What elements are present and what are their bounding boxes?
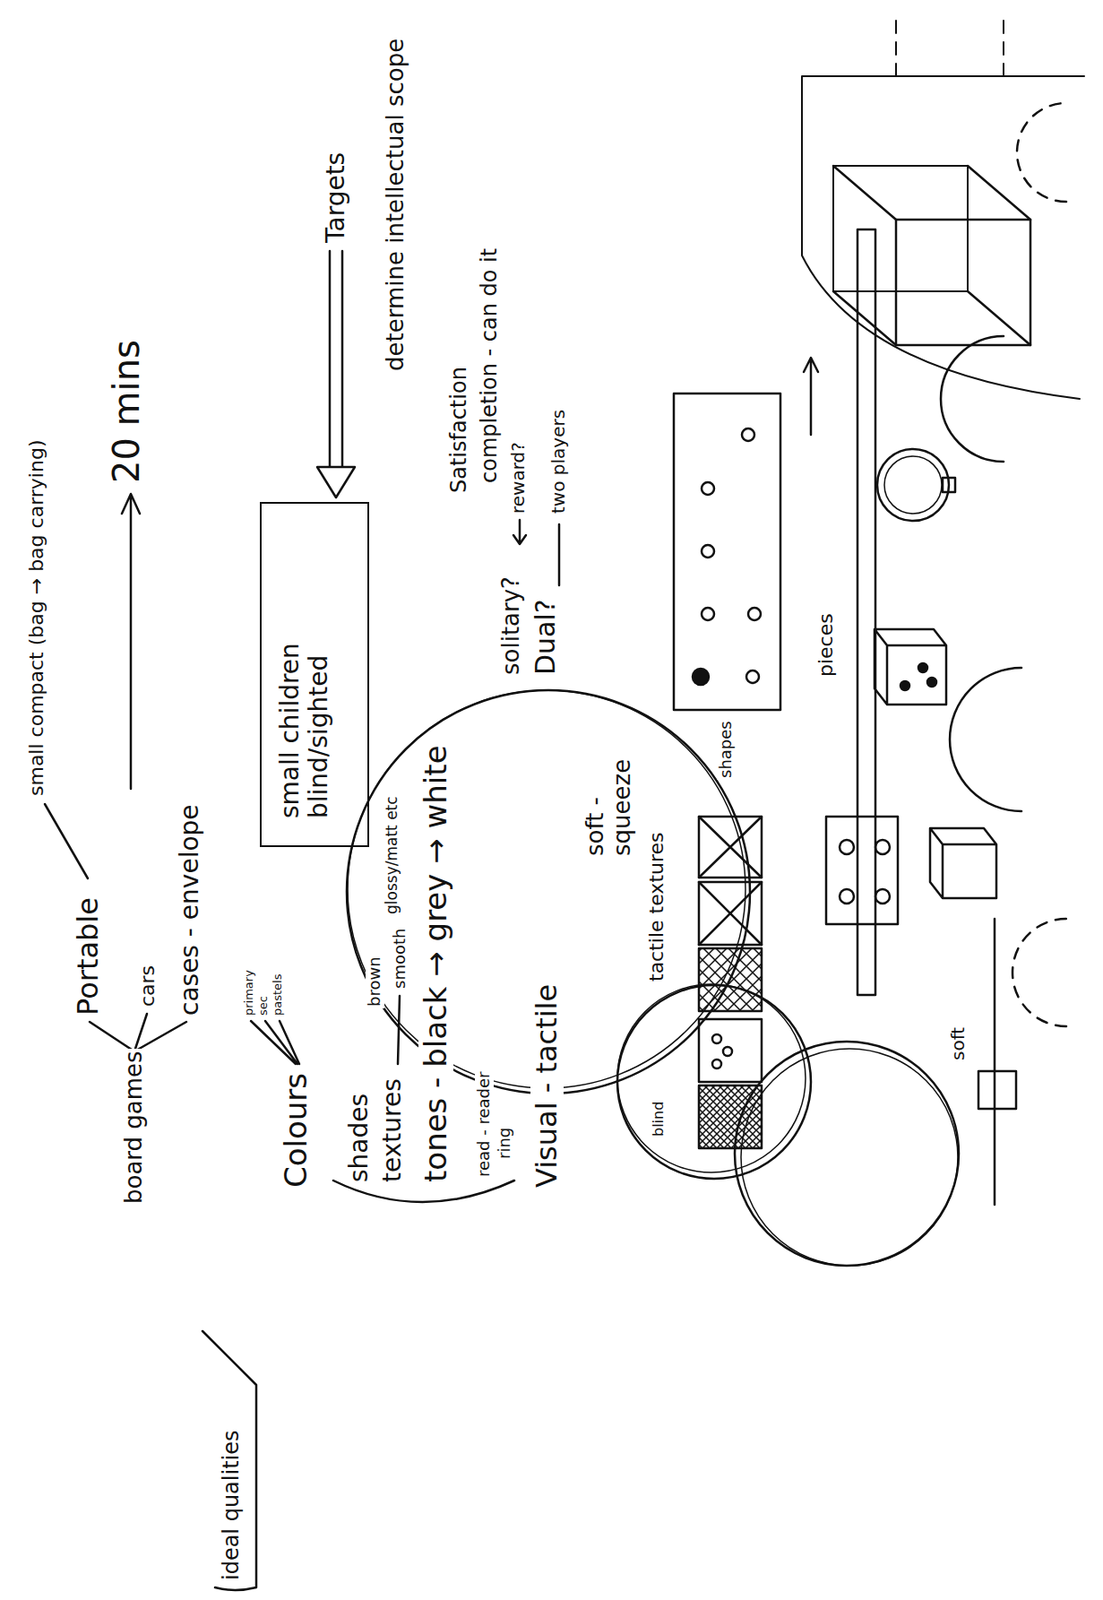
- arrow-line: [803, 357, 819, 435]
- box-back: [833, 165, 968, 292]
- texture-sample: [698, 816, 762, 878]
- overlap-circle: [617, 983, 806, 1172]
- note-label: sec: [257, 993, 271, 1017]
- note-label: Dual?: [530, 596, 562, 677]
- arc-piece: [940, 336, 1004, 462]
- note-label: determine intellectual scope: [382, 36, 410, 373]
- frame-line: [993, 918, 997, 1205]
- node-text: glossy/matt etc: [383, 795, 402, 914]
- note-label: Targets: [321, 150, 351, 245]
- dot-texture: [723, 1046, 733, 1056]
- board-hole: [746, 670, 759, 683]
- cube-dot: [918, 663, 928, 673]
- board-hole: [839, 839, 854, 854]
- cube-dot: [900, 680, 910, 690]
- note-label: Visual - tactile: [530, 982, 564, 1190]
- ring-piece: [877, 448, 949, 521]
- note-label: smooth: [390, 926, 410, 991]
- overlap-circle: [734, 1041, 959, 1266]
- arrow-line: [121, 493, 140, 789]
- small-square: [978, 1070, 1017, 1109]
- note-label: Satisfaction: [447, 364, 473, 495]
- note-label: pastels: [271, 972, 285, 1017]
- bracket-line: [202, 1330, 257, 1590]
- note-label: tones - black → grey → white: [418, 742, 454, 1184]
- ring-piece: [884, 456, 942, 514]
- note-label: two players: [548, 407, 569, 516]
- note-label: cars: [136, 963, 159, 1009]
- note-label: small compact (bag → bag carrying): [25, 438, 48, 798]
- cube-dot: [927, 677, 937, 687]
- arc-piece: [949, 667, 1022, 811]
- box-edge: [833, 165, 1031, 345]
- note-label: shapes: [716, 718, 736, 780]
- cube-piece: [874, 629, 947, 705]
- ring-notch: [942, 477, 956, 492]
- overlap-circle: [617, 984, 811, 1179]
- overlap-circle: [741, 1048, 958, 1266]
- texture-cross: [698, 816, 762, 878]
- note-label: primary: [242, 967, 257, 1017]
- long-bar: [857, 229, 876, 995]
- small-board: [826, 816, 898, 924]
- texture-cross: [698, 881, 762, 945]
- dashed-arc: [1012, 918, 1067, 1026]
- board-hole: [875, 839, 890, 854]
- note-label: soft: [947, 1025, 969, 1062]
- game-board: [673, 393, 781, 710]
- note-label: blind: [650, 1099, 667, 1138]
- node-text: tactile textures: [645, 831, 668, 982]
- board-hole: [875, 888, 890, 904]
- dashed-line: [896, 17, 1004, 77]
- note-label: board games: [120, 1048, 148, 1206]
- board-hole: [701, 482, 715, 495]
- housing-outline: [801, 76, 1085, 399]
- texture-sample: [698, 881, 762, 945]
- note-label: Colours: [278, 1070, 314, 1190]
- note-label: textures: [378, 1076, 407, 1184]
- node-text: small children blind/sighted: [275, 549, 334, 819]
- note-label: read - reader: [474, 1069, 494, 1179]
- note-label: ring: [495, 1125, 515, 1161]
- dashed-arc: [1016, 103, 1067, 202]
- board-hole: [741, 428, 755, 441]
- board-hole: [839, 888, 854, 904]
- note-label: shades: [344, 1091, 374, 1184]
- note-label: ideal qualities: [219, 1427, 245, 1582]
- leader-line: [397, 995, 400, 1064]
- arrow-line: [513, 519, 526, 544]
- box-front: [896, 219, 1031, 345]
- leader-line: [44, 803, 88, 879]
- leader-line: [250, 1020, 300, 1064]
- note-label: completion - can do it: [477, 246, 503, 485]
- board-hole: [701, 607, 715, 621]
- texture-sample: [698, 1085, 762, 1148]
- board-hole: [748, 607, 761, 621]
- note-label: cases - envelope: [175, 801, 205, 1017]
- note-label: 20 mins: [105, 337, 147, 485]
- arrow-head: [317, 466, 355, 498]
- texture-sample: [698, 1018, 762, 1082]
- dash-line: [558, 524, 561, 586]
- dot-texture: [712, 1034, 722, 1043]
- target-box: small children blind/sighted: [259, 501, 370, 847]
- fork-line: [89, 1013, 187, 1052]
- note-label: Portable: [71, 895, 105, 1017]
- note-label: brown: [365, 954, 385, 1009]
- dot-texture: [712, 1059, 722, 1069]
- board-hole: [701, 544, 715, 558]
- board-hole: [692, 668, 709, 685]
- cube-piece: [930, 827, 997, 898]
- sketch-strokes: [44, 17, 1085, 1590]
- arrow-shaft: [329, 250, 343, 469]
- note-label: pieces: [814, 611, 837, 679]
- note-label: solitary?: [498, 574, 526, 677]
- note-label: reward?: [508, 439, 529, 516]
- node-text: soft - squeeze: [582, 739, 637, 856]
